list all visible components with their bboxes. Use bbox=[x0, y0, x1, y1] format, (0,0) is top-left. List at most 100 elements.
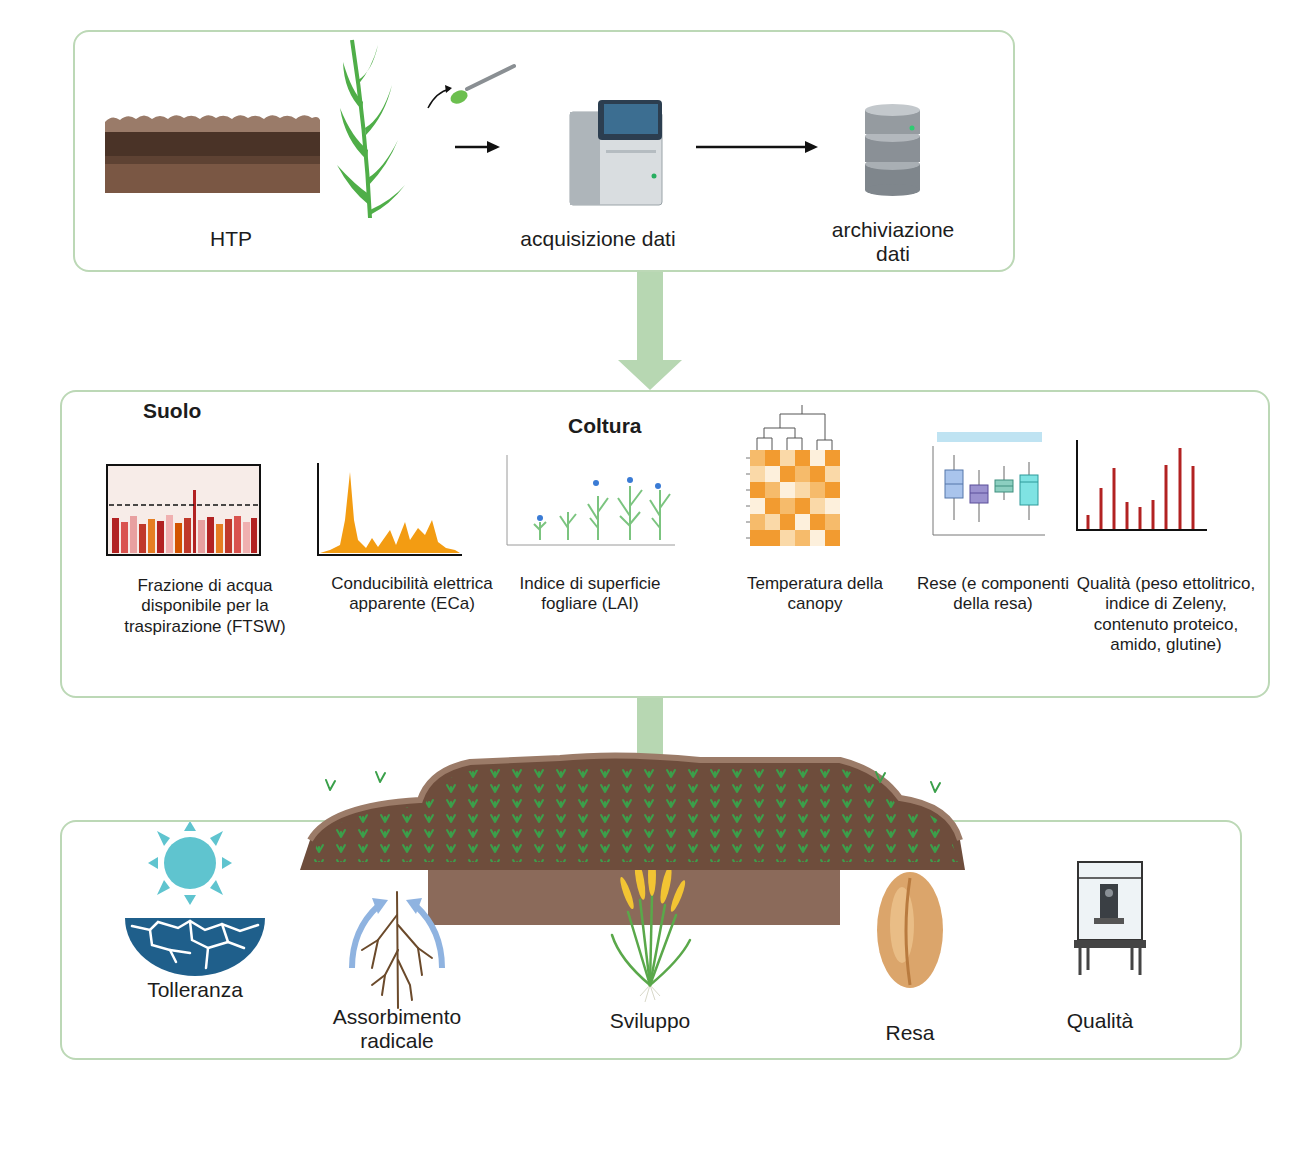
ftsw-bar-chart bbox=[107, 465, 260, 555]
panel: HTPacquisizione datiarchiviazione dati bbox=[73, 30, 1015, 272]
quality-bar-chart bbox=[1126, 502, 1129, 529]
soil-block bbox=[105, 115, 320, 132]
wheat-plant bbox=[365, 85, 392, 135]
panel: SuoloColturaFrazione di acqua disponibil… bbox=[60, 390, 1270, 698]
grain-icon bbox=[877, 872, 943, 988]
canopy-heatmap bbox=[750, 498, 765, 514]
quality-instrument-icon bbox=[1080, 948, 1140, 975]
tolerance-icon bbox=[132, 921, 258, 968]
canopy-heatmap bbox=[750, 450, 765, 466]
ftsw-bar-chart bbox=[139, 524, 146, 553]
ftsw-bar-chart bbox=[207, 517, 214, 553]
soil-block bbox=[105, 156, 320, 164]
wheat-plant bbox=[340, 108, 368, 160]
node-item: archiviazione dati bbox=[818, 100, 968, 266]
canopy-heatmap bbox=[765, 466, 780, 482]
wheat-development-icon bbox=[650, 940, 690, 985]
canopy-heatmap bbox=[765, 498, 780, 514]
connector bbox=[618, 698, 682, 820]
ftsw-bar-chart bbox=[251, 518, 257, 553]
tolerance-icon bbox=[157, 831, 170, 846]
canopy-heatmap bbox=[825, 450, 840, 466]
node-item: Assorbimento radicale bbox=[307, 880, 487, 1053]
acquisition-machine bbox=[652, 174, 657, 179]
ftsw-bar-chart bbox=[107, 465, 260, 555]
wheat-development-icon bbox=[633, 860, 648, 901]
canopy-heatmap bbox=[746, 405, 840, 546]
canopy-heatmap bbox=[795, 466, 810, 482]
wheat-development-icon bbox=[618, 854, 688, 913]
ftsw-bar-chart bbox=[193, 490, 196, 553]
field-illustration bbox=[300, 755, 965, 870]
ftsw-bar-chart bbox=[198, 520, 205, 553]
database-icon bbox=[865, 104, 920, 196]
ftsw-bar-chart bbox=[166, 515, 173, 553]
yield-box-plot bbox=[970, 493, 988, 494]
connector bbox=[696, 141, 818, 153]
canopy-heatmap bbox=[810, 482, 825, 498]
canopy-heatmap bbox=[780, 450, 795, 466]
acquisition-machine bbox=[606, 150, 656, 153]
canopy-heatmap bbox=[810, 450, 825, 466]
wheat-plant bbox=[370, 185, 405, 215]
node-item: Resa bbox=[860, 865, 960, 1045]
canopy-heatmap bbox=[795, 450, 810, 466]
canopy-heatmap bbox=[810, 514, 825, 530]
lai-scatter-chart bbox=[534, 522, 546, 540]
ftsw-bar-chart bbox=[184, 518, 191, 553]
canopy-heatmap bbox=[825, 530, 840, 546]
connector bbox=[455, 141, 500, 153]
quality-instrument-icon bbox=[1074, 862, 1146, 975]
eca-area-chart bbox=[318, 463, 462, 555]
soil-block bbox=[105, 126, 320, 193]
canopy-heatmap bbox=[825, 498, 840, 514]
node-item: Indice di superficie fogliare (LAI) bbox=[507, 450, 673, 615]
canopy-heatmap bbox=[765, 482, 780, 498]
canopy-heatmap bbox=[750, 514, 765, 530]
node-item: Sviluppo bbox=[590, 850, 710, 1033]
canopy-heatmap bbox=[765, 450, 780, 466]
tolerance-icon bbox=[170, 942, 228, 953]
quality-instrument-icon bbox=[1078, 877, 1142, 879]
tolerance-icon bbox=[148, 857, 158, 869]
canopy-heatmap bbox=[757, 405, 832, 450]
node-label: Tolleranza bbox=[115, 977, 275, 1002]
soil-profile bbox=[428, 866, 840, 925]
arrow-line bbox=[455, 146, 487, 149]
eca-area-chart bbox=[320, 472, 460, 553]
arrow-head bbox=[487, 141, 500, 153]
tolerance-icon bbox=[222, 924, 244, 948]
node-label: archiviazione dati bbox=[818, 218, 968, 266]
ftsw-bar-chart bbox=[216, 524, 223, 553]
root-uptake-icon bbox=[362, 940, 432, 985]
grain-icon bbox=[877, 872, 943, 988]
canopy-heatmap bbox=[765, 530, 780, 546]
wheat-development-icon bbox=[668, 879, 687, 913]
yield-box-plot bbox=[933, 446, 1045, 535]
node-item: Frazione di acqua disponibile per la tra… bbox=[105, 460, 305, 637]
quality-instrument-icon bbox=[1105, 889, 1113, 897]
tolerance-icon bbox=[210, 880, 223, 895]
yield-box-plot bbox=[937, 432, 1042, 442]
wheat-development-icon bbox=[658, 866, 674, 905]
ftsw-bar-chart bbox=[121, 522, 128, 553]
ftsw-bar-chart bbox=[243, 522, 250, 553]
canopy-heatmap bbox=[765, 514, 780, 530]
canopy-heatmap bbox=[825, 466, 840, 482]
panel: Tolleranza Assorbimento radicale Sviluppo R… bbox=[60, 820, 1242, 1060]
node-item: Tolleranza bbox=[115, 824, 275, 1002]
node-item: Conducibilità elettrica apparente (ECa) bbox=[322, 460, 502, 615]
node-item: acquisizione dati bbox=[500, 95, 696, 251]
tolerance-icon bbox=[210, 831, 223, 846]
canopy-heatmap bbox=[780, 514, 795, 530]
node-item: Qualità (peso ettolitrico, indice di Zel… bbox=[1075, 436, 1257, 656]
yield-box-plot bbox=[970, 485, 988, 503]
node-item: Qualità bbox=[1040, 855, 1160, 1033]
yield-box-plot bbox=[933, 432, 1045, 535]
root-uptake-icon bbox=[398, 960, 412, 1000]
yield-box-plot bbox=[945, 470, 963, 498]
yield-box-plot bbox=[995, 480, 1013, 492]
ftsw-bar-chart bbox=[175, 523, 182, 553]
canopy-heatmap bbox=[780, 498, 795, 514]
